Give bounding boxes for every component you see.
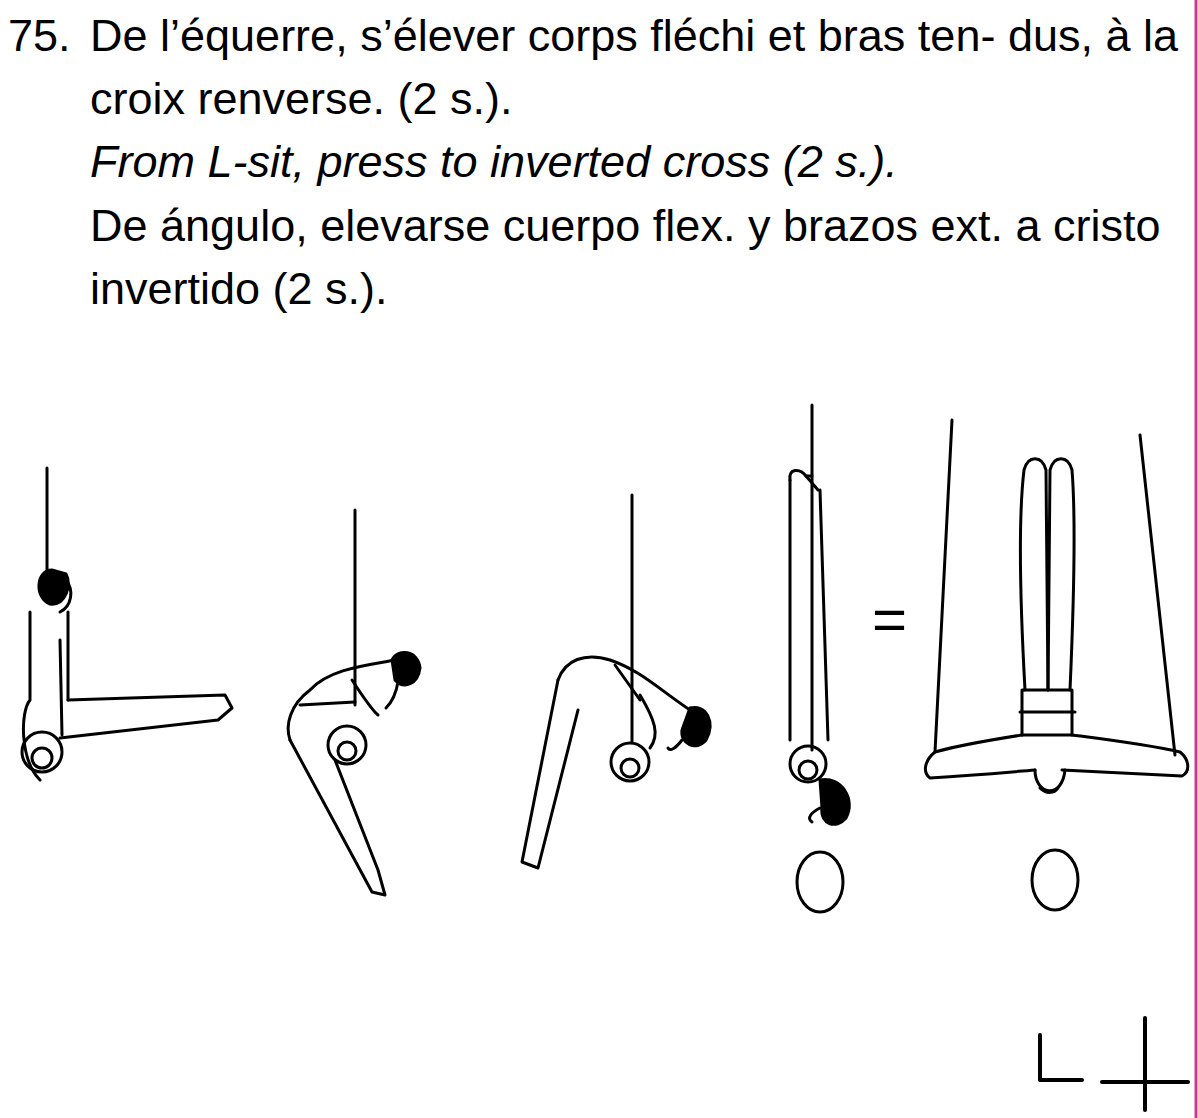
- inverted-cross-side-figure: [790, 405, 850, 912]
- l-sit-figure: [22, 468, 232, 780]
- pike-press-figure-2: [522, 495, 710, 868]
- description-french: De l’équerre, s’élever corps fléchi et b…: [90, 4, 1190, 130]
- item-number: 75.: [8, 4, 88, 67]
- symbol-notation: [1040, 1018, 1188, 1110]
- equals-sign: =: [872, 590, 922, 650]
- description-english: From L-sit, press to inverted cross (2 s…: [90, 130, 1190, 193]
- pike-press-figure-1: [288, 510, 420, 895]
- description-spanish: De ángulo, elevarse cuerpo flex. y brazo…: [90, 194, 1190, 320]
- inverted-cross-front-figure: [925, 420, 1187, 910]
